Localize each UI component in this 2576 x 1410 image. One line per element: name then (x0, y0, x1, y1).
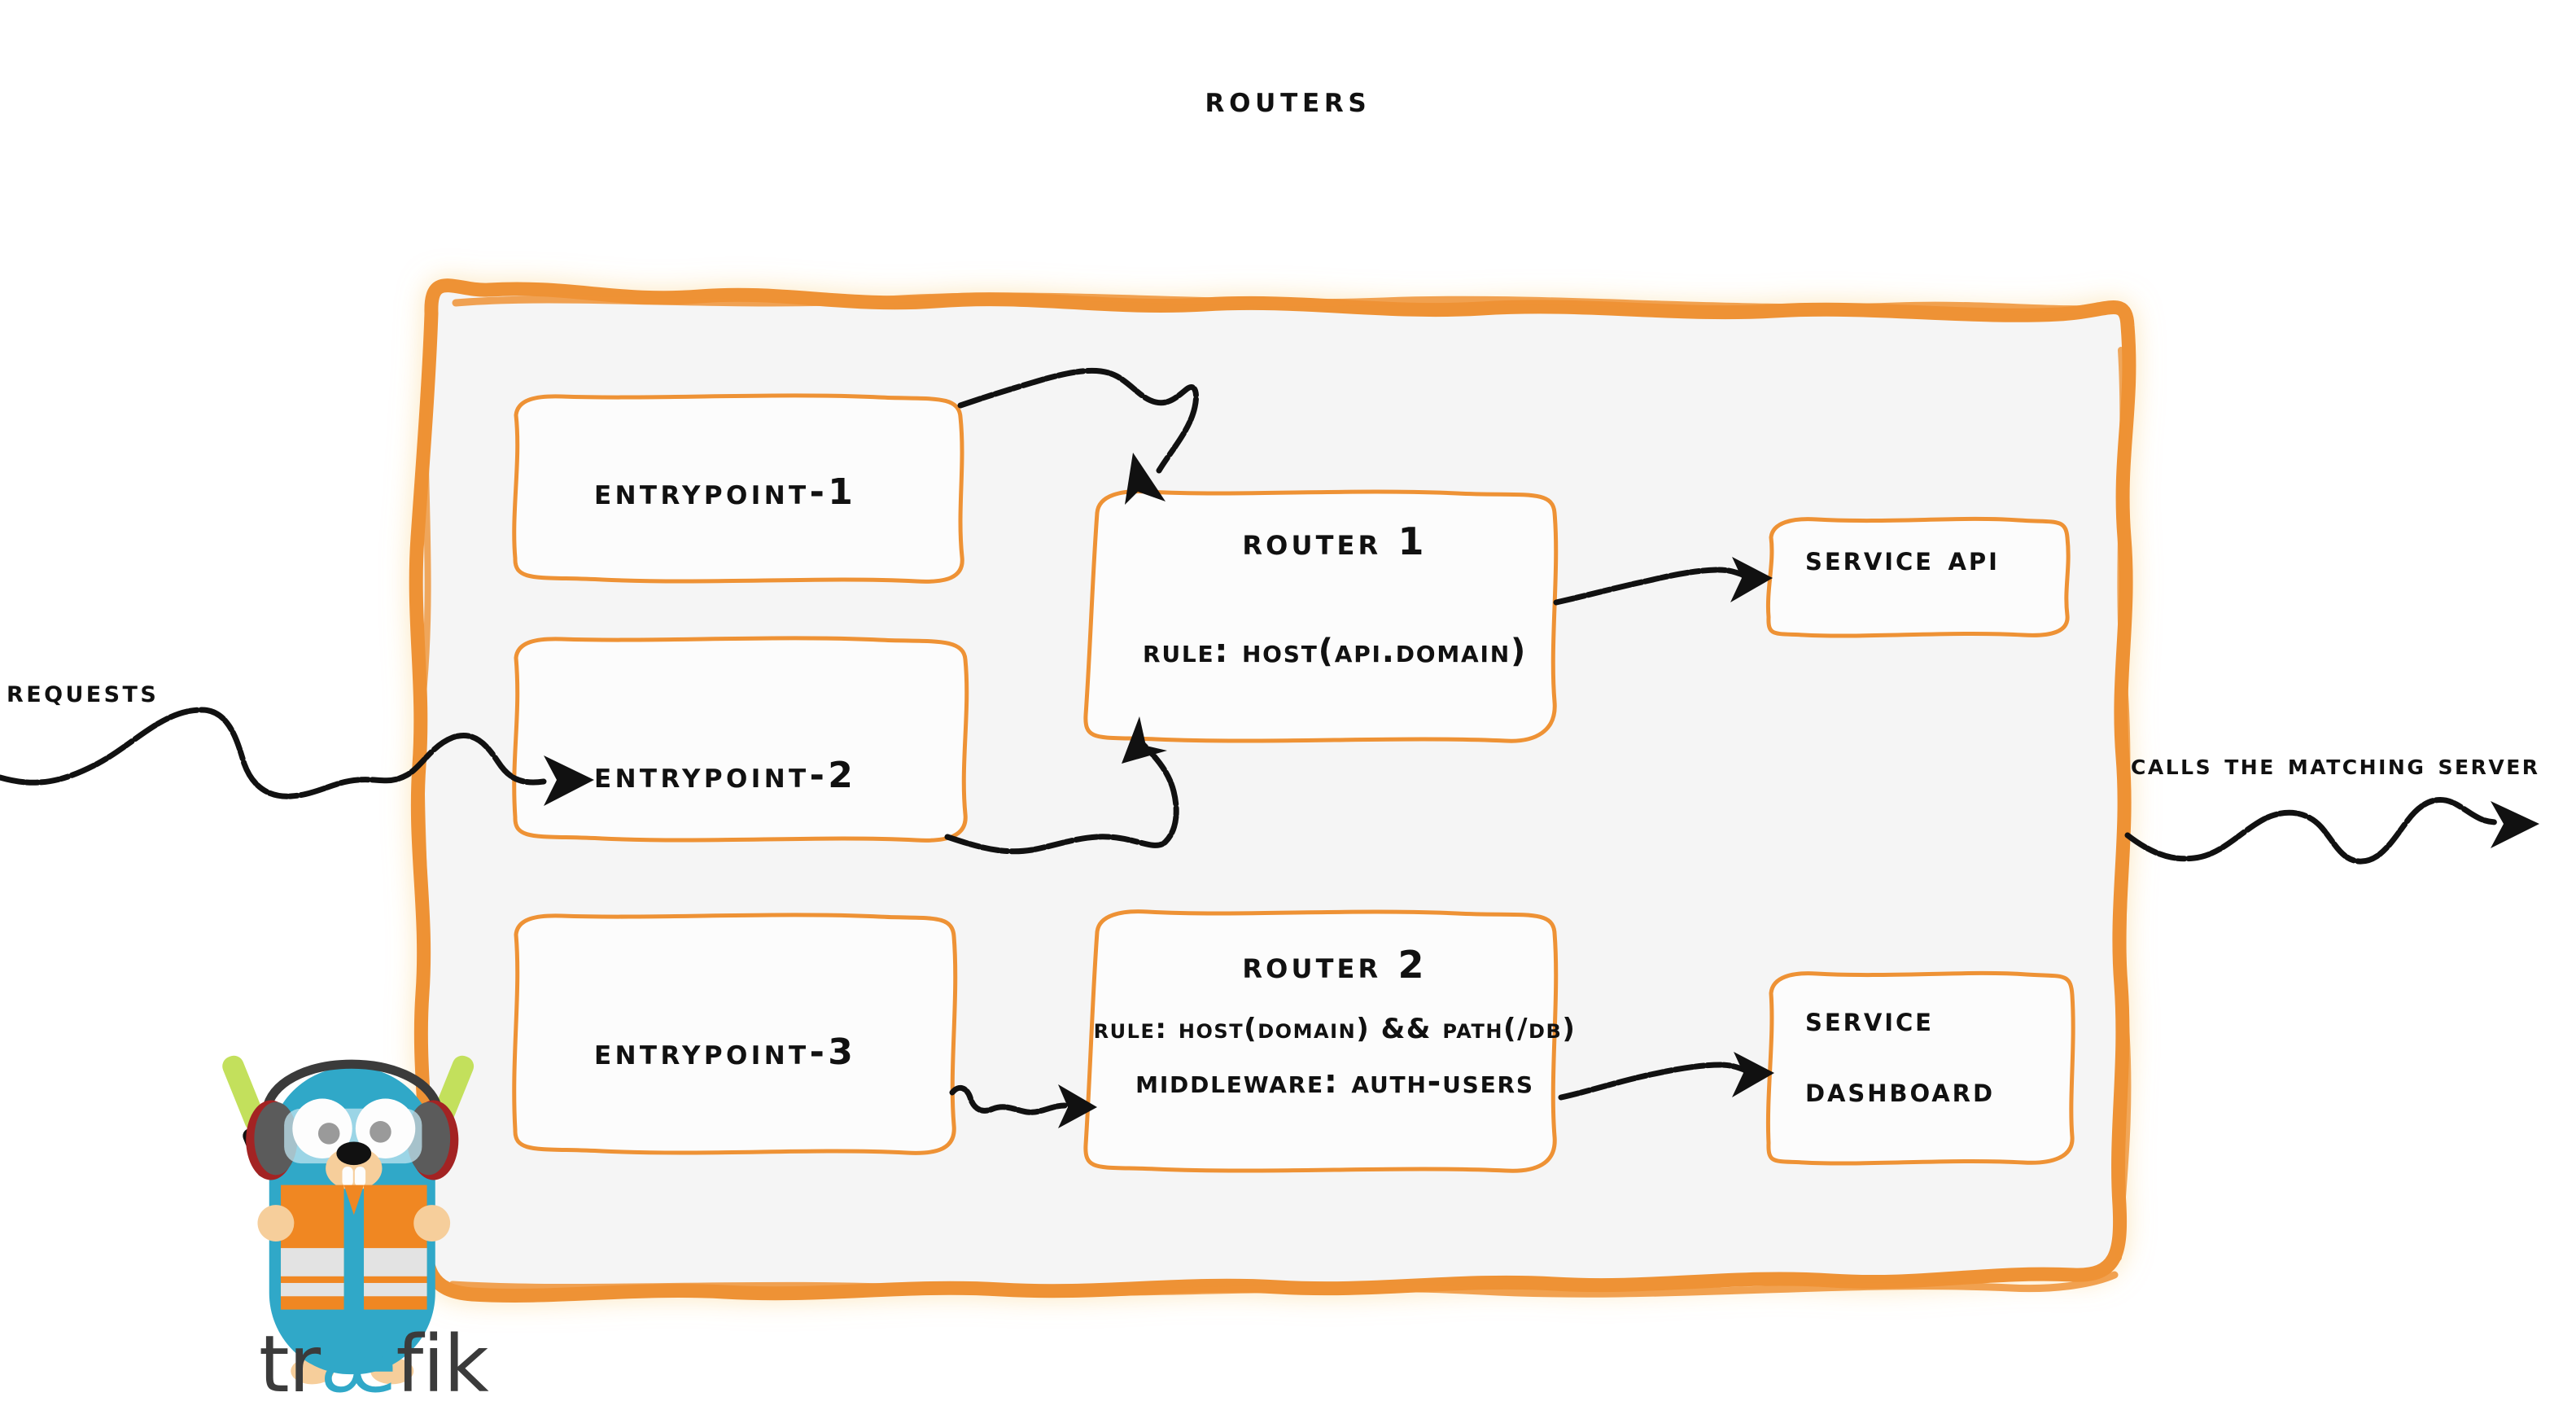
service-dashboard-label-line2: Dashboard (1805, 1070, 1995, 1110)
calls-arrow-head (2491, 801, 2539, 848)
page-title: Routers (1205, 79, 1371, 120)
arrow-ep2-head (1122, 716, 1167, 764)
mascot-vest-stripe-2 (364, 1248, 427, 1276)
arrow-router2-line (1558, 1062, 1752, 1101)
arrow-router1-line (1553, 567, 1750, 606)
router-2-outline (1083, 909, 1559, 1173)
calls-the-matching-server-label: Calls the matching server (2131, 748, 2540, 782)
requests-arrow-line (0, 707, 547, 799)
container-top-sketch (452, 292, 2117, 313)
entrypoint-2-outline (512, 636, 969, 843)
mascot-vest-right (364, 1184, 427, 1310)
traefik-gopher-mascot (222, 1055, 475, 1385)
router-2-title: Router 2 (1242, 943, 1428, 987)
service-dashboard-box[interactable] (1765, 970, 2075, 1166)
requests-arrow (0, 707, 594, 806)
router-2-middleware: Middleware: auth-users (1135, 1063, 1534, 1101)
calls-arrow (2124, 797, 2539, 865)
router-1-outline (1083, 489, 1559, 743)
arrow-router2-head (1732, 1052, 1774, 1097)
container-right-sketch (2115, 347, 2132, 1261)
requests-label: Requests (7, 673, 160, 709)
wordmark-part-3: fik (396, 1319, 489, 1410)
entrypoint-3-label: entrypoint-3 (594, 1031, 857, 1073)
mascot-headphone-band (263, 1059, 442, 1110)
arrow-ep3-head (1058, 1084, 1097, 1128)
entrypoint-2-box[interactable] (512, 636, 969, 843)
arrow-router1-to-serviceapi (1553, 557, 1773, 606)
traefik-wordmark: træfik (259, 1325, 489, 1403)
router-2-rule: rule: Host(domain) && Path(/db) (1093, 1013, 1577, 1045)
router-1-rule: rule: Host(api.domain) (1142, 633, 1528, 670)
arrow-router2-to-servicedashboard (1558, 1052, 1774, 1101)
entrypoint-1-label: entrypoint-1 (594, 471, 857, 513)
entrypoint-1-box[interactable] (512, 393, 964, 584)
arrow-ep2-to-router1 (944, 716, 1179, 855)
container-bottom-sketch (448, 1271, 2119, 1298)
router-1-title: Router 1 (1242, 519, 1428, 563)
arrow-ep3-to-router2 (949, 1084, 1097, 1128)
calls-arrow-line (2124, 797, 2500, 865)
mascot-nose (336, 1141, 372, 1166)
arrow-ep1-to-router1 (957, 367, 1200, 505)
arrow-ep1-head (1125, 453, 1166, 505)
entrypoint-2-label: entrypoint-2 (594, 755, 857, 796)
mascot-tooth-left (342, 1167, 353, 1187)
entrypoint-3-outline (512, 913, 958, 1155)
service-dashboard-outline (1765, 970, 2075, 1166)
arrow-router1-head (1730, 557, 1773, 602)
mascot-right-hand (413, 1205, 451, 1241)
router-2-box[interactable] (1083, 909, 1559, 1173)
arrow-ep3-line (949, 1084, 1068, 1115)
service-api-outline (1765, 516, 2071, 638)
requests-arrow-head (544, 755, 594, 806)
service-dashboard-label-line1: Service (1805, 999, 1934, 1039)
wordmark-ae-ligature: æ (320, 1319, 396, 1410)
entrypoint-3-box[interactable] (512, 913, 958, 1155)
service-api-label: Service API (1805, 538, 2000, 578)
router-1-box[interactable] (1083, 489, 1559, 743)
service-api-box[interactable] (1765, 516, 2071, 638)
mascot-left-hand (257, 1205, 295, 1241)
wordmark-part-1: tr (259, 1319, 321, 1410)
mascot-vest-left (281, 1184, 344, 1310)
entrypoint-1-outline (512, 393, 964, 584)
arrow-ep2-line (944, 741, 1179, 855)
arrow-ep1-line (957, 367, 1200, 474)
mascot-vest-stripe-1 (281, 1248, 344, 1276)
mascot-tooth-right (354, 1167, 366, 1187)
